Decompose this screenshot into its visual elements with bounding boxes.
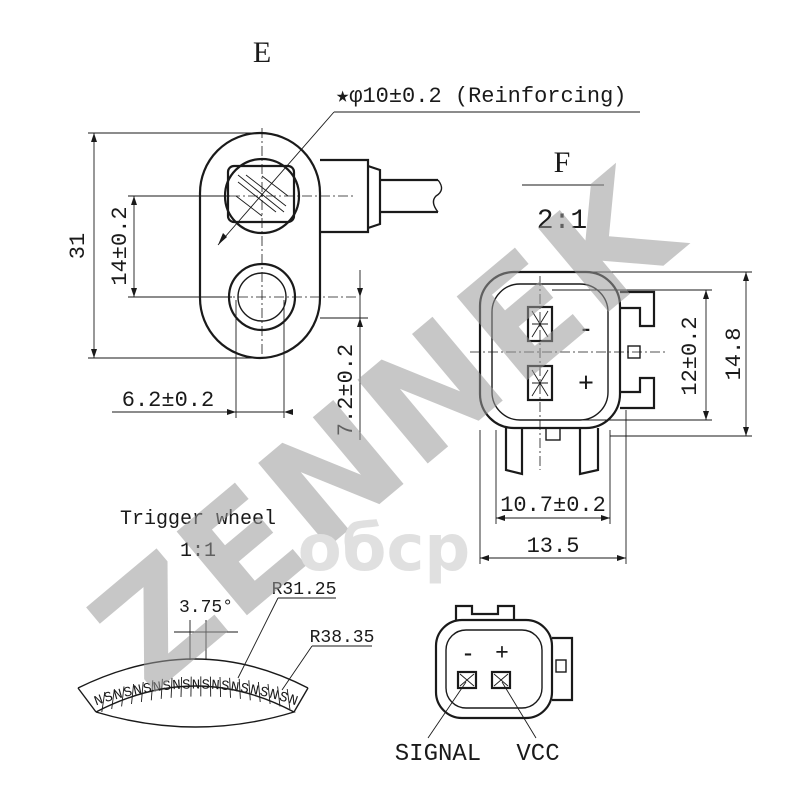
trigger-wheel-arc <box>77 658 309 689</box>
pinout-plus: + <box>495 640 509 666</box>
pole-divider <box>111 688 115 710</box>
pole-divider <box>238 678 241 699</box>
pole-divider <box>286 688 291 710</box>
trigger-wheel-title: Trigger wheel <box>120 508 276 531</box>
trigger-wheel-scale: 1:1 <box>180 540 216 563</box>
pole-letter: N <box>248 682 260 699</box>
pinout-vcc-label: VCC <box>516 741 559 768</box>
pole-divider <box>121 686 125 707</box>
trigger-wheel-view: Trigger wheel 1:1 3.75° R31.25 R38.35 NS… <box>77 508 375 728</box>
pole-divider <box>101 691 106 713</box>
dim-inner-width: 10.7±0.2 <box>500 493 606 518</box>
watermark: ZENNEK oбcp <box>61 137 713 724</box>
pole-letter: S <box>162 678 172 695</box>
pole-letter: N <box>192 677 200 693</box>
pole-divider <box>219 676 222 698</box>
pole-divider <box>160 678 163 699</box>
pole-divider <box>170 677 173 698</box>
dim-total-height: 31 <box>66 233 91 259</box>
dim-outer-width: 13.5 <box>527 534 580 559</box>
watermark-secondary: oбcp <box>298 512 470 586</box>
pole-letter: N <box>172 678 182 695</box>
view-f-pin-minus: - <box>582 313 591 342</box>
pole-letter: S <box>142 681 153 698</box>
reinforcing-note: ★φ10±0.2 (Reinforcing) <box>336 84 627 109</box>
pole-divider <box>257 681 261 703</box>
cable-exit <box>320 158 443 234</box>
pole-letter: S <box>182 677 191 693</box>
pole-letter: N <box>230 679 241 696</box>
pole-divider <box>277 686 281 707</box>
view-f-scale: 2:1 <box>537 206 587 237</box>
view-f-title: F <box>554 146 571 179</box>
pole-letter: N <box>132 682 144 699</box>
watermark-brand: ZENNEK <box>61 137 713 724</box>
pole-letter: S <box>258 684 270 702</box>
dim-hole-spacing: 14±0.2 <box>108 206 133 285</box>
pole-divider <box>150 680 154 701</box>
pole-divider <box>267 683 271 705</box>
pole-letter: N <box>211 678 221 695</box>
pole-divider <box>140 681 144 703</box>
pole-letter: N <box>152 679 163 696</box>
pole-letter: S <box>239 681 250 698</box>
outer-radius-label: R38.35 <box>310 628 375 648</box>
view-e: E ★φ10±0.2 (Reinforcing) <box>66 36 640 440</box>
view-f-pin-plus: + <box>578 368 594 399</box>
connector-pinout-view: - + SIGNAL VCC <box>395 604 574 768</box>
pole-letter: S <box>220 678 230 695</box>
pole-letter: S <box>201 677 210 693</box>
pole-divider <box>180 676 183 698</box>
dim-offset-y: 7.2±0.2 <box>334 344 359 436</box>
inner-radius-label: R31.25 <box>272 580 337 600</box>
view-e-title: E <box>253 36 271 69</box>
dim-offset-x: 6.2±0.2 <box>122 388 214 413</box>
pole-divider <box>131 683 135 705</box>
pole-letter: S <box>122 684 134 702</box>
dim-height: 14.8 <box>722 328 747 381</box>
pitch-angle-label: 3.75° <box>179 598 233 618</box>
pinout-minus: - <box>464 640 472 666</box>
dim-pin-span: 12±0.2 <box>678 316 703 395</box>
view-f: F 2:1 - + 12±0.2 <box>470 146 752 564</box>
pinout-signal-label: SIGNAL <box>395 741 481 768</box>
pole-divider <box>248 680 251 701</box>
pole-divider <box>229 677 231 698</box>
